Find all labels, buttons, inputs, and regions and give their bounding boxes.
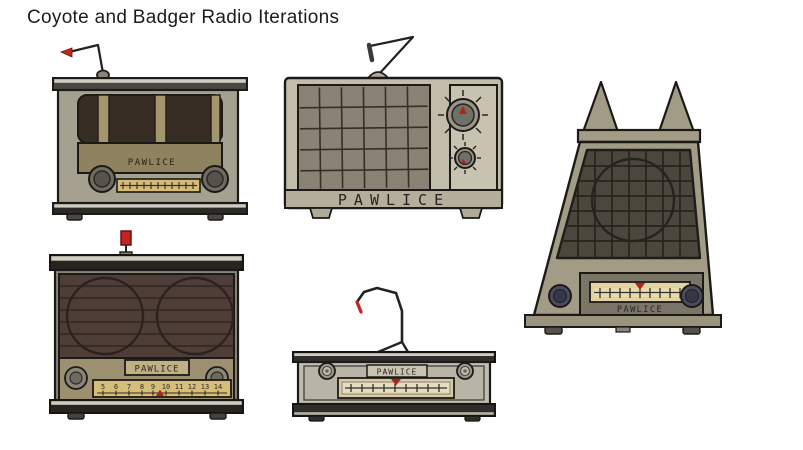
dial-pointer <box>391 379 401 386</box>
dial-number: 12 <box>188 383 196 391</box>
cabinet: PAWLICE <box>52 77 248 221</box>
foot <box>544 326 563 335</box>
foot <box>458 207 484 219</box>
foot <box>682 326 701 335</box>
antenna-red-tip <box>59 47 73 58</box>
right-knob <box>456 362 474 380</box>
tuning-dial <box>337 377 455 399</box>
left-knob <box>318 362 336 380</box>
antenna-icon <box>59 43 110 81</box>
brand-label: PAWLICE <box>338 191 450 209</box>
tuning-dial: 5 6 7 8 9 10 11 12 13 14 <box>92 379 232 398</box>
foot <box>209 412 227 420</box>
dial-number: 6 <box>114 383 118 391</box>
radio-cat-ear-illustration: PAWLICE <box>524 80 722 335</box>
grille-bar <box>154 94 167 144</box>
foot <box>67 412 85 420</box>
tuning-dial <box>116 178 201 193</box>
right-knob <box>680 284 704 308</box>
brand-band <box>284 189 503 209</box>
dial-pointer <box>635 283 645 290</box>
grille-bar <box>210 94 221 144</box>
dial-number: 9 <box>151 383 155 391</box>
dial-number: 10 <box>162 383 170 391</box>
brand-label: PAWLICE <box>135 365 180 375</box>
brand-label: PAWLICE <box>377 368 418 377</box>
brand-badge: PAWLICE <box>124 359 190 376</box>
foot <box>66 213 83 221</box>
brand-badge: PAWLICE <box>366 364 428 378</box>
knob-pointer <box>461 159 467 164</box>
left-knob <box>548 284 572 308</box>
foot <box>308 415 325 422</box>
knob-pointer <box>459 106 467 114</box>
antenna-tip <box>366 42 375 63</box>
radio-low-wide-illustration: PAWLICE <box>292 286 496 422</box>
antenna-red-tip <box>120 230 132 246</box>
left-knob <box>64 366 88 390</box>
grille-bar <box>97 94 110 144</box>
dial-number: 7 <box>127 383 131 391</box>
dial-number: 11 <box>175 383 183 391</box>
dial-pointer <box>156 389 164 396</box>
foot <box>207 213 224 221</box>
right-speaker-circle <box>155 276 234 356</box>
speaker-grille <box>58 273 235 359</box>
top-bar <box>576 128 702 144</box>
brand-band <box>77 142 223 174</box>
dial-number: 5 <box>101 383 105 391</box>
tuning-dial <box>589 281 691 303</box>
radio-twin-speaker-illustration: PAWLICE 5 6 7 8 9 10 11 12 13 14 <box>49 230 244 420</box>
dial-number: 14 <box>214 383 222 391</box>
foot <box>464 415 481 422</box>
brand-label: PAWLICE <box>128 158 176 168</box>
tuning-knob <box>438 90 488 140</box>
radio-tabletop-illustration: PAWLICE <box>52 43 248 221</box>
left-speaker-circle <box>65 276 145 356</box>
bottom-rail <box>52 202 248 215</box>
bottom-rail <box>524 314 722 328</box>
foot <box>308 207 334 219</box>
antenna-icon <box>366 35 415 79</box>
speaker-grille <box>297 84 431 191</box>
dial-number: 8 <box>140 383 144 391</box>
antenna-icon <box>355 286 410 354</box>
brand-label: PAWLICE <box>617 305 663 315</box>
page-title: Coyote and Badger Radio Iterations <box>27 7 340 28</box>
right-ear <box>657 80 696 134</box>
antenna-button <box>119 230 133 258</box>
volume-knob <box>449 142 481 174</box>
dial-number: 13 <box>201 383 209 391</box>
antenna-red-tip <box>355 300 363 314</box>
left-ear <box>581 80 620 134</box>
center-tab <box>615 326 631 333</box>
radio-boxy-illustration: PAWLICE <box>283 35 504 219</box>
